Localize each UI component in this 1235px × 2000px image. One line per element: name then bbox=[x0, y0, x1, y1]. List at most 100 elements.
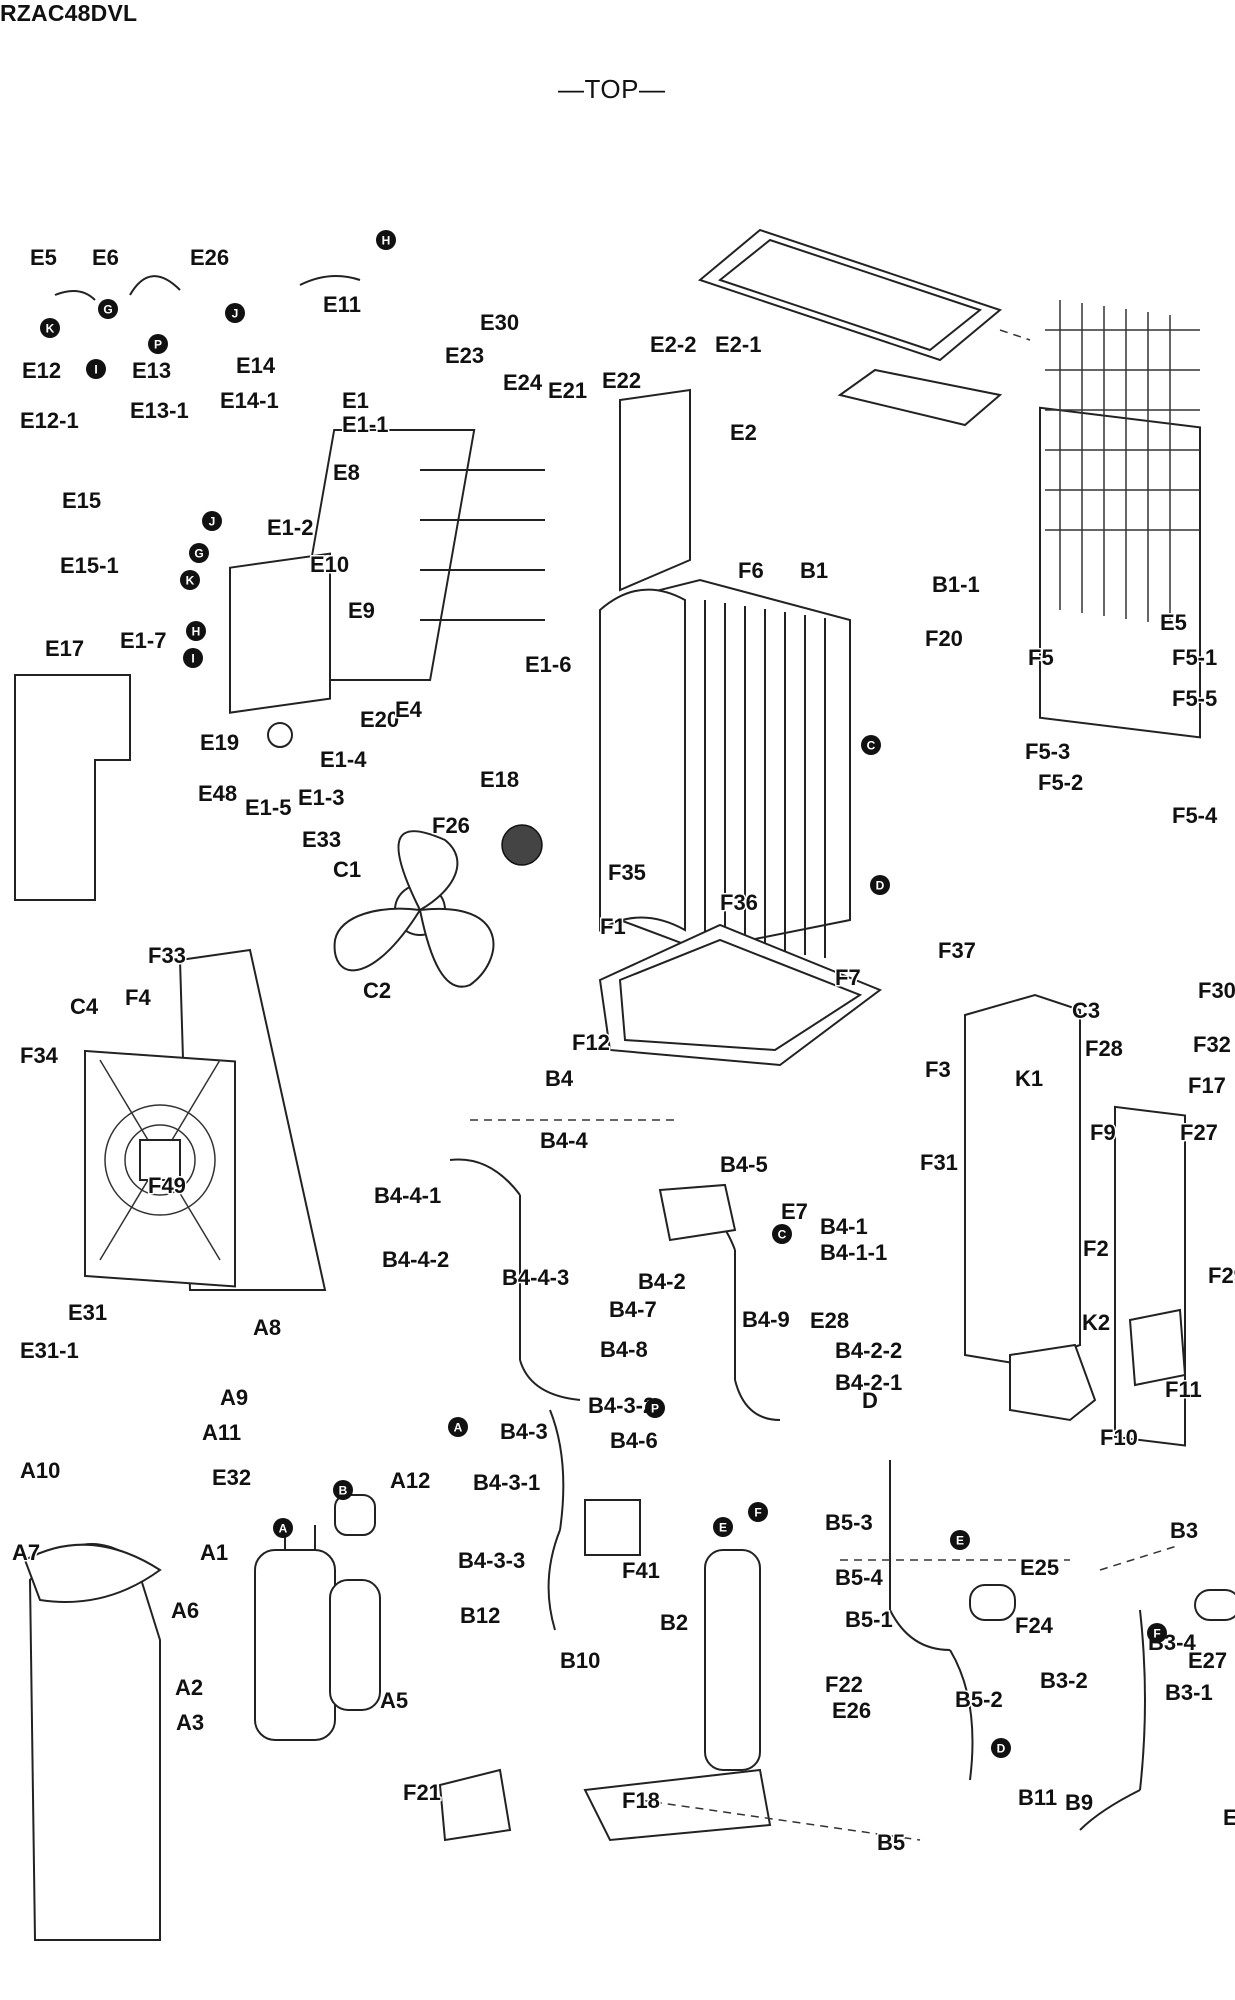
part-label-e13-1: E13-1 bbox=[130, 398, 189, 423]
part-label-e15: E15 bbox=[62, 488, 101, 513]
part-label-f22: F22 bbox=[825, 1672, 863, 1697]
part-label-e1-6: E1-6 bbox=[525, 652, 571, 677]
part-label-f12: F12 bbox=[572, 1030, 610, 1055]
coil-side-panel bbox=[599, 588, 686, 932]
part-label-e31-1: E31-1 bbox=[20, 1338, 79, 1363]
reference-marker-c: C bbox=[861, 735, 881, 755]
reference-marker-g: G bbox=[189, 543, 209, 563]
reference-marker-a: A bbox=[273, 1518, 293, 1538]
reference-marker-e: E bbox=[713, 1517, 733, 1537]
compressor-assembly bbox=[254, 1494, 381, 1741]
part-label-a7: A7 bbox=[12, 1540, 40, 1565]
svg-text:A: A bbox=[279, 1522, 288, 1536]
reference-marker-k: K bbox=[180, 570, 200, 590]
part-label-b4-3-3: B4-3-3 bbox=[458, 1548, 525, 1573]
part-label-a12: A12 bbox=[390, 1468, 430, 1493]
part-label-e1: E1 bbox=[342, 388, 369, 413]
svg-text:G: G bbox=[194, 547, 203, 561]
part-label-c1: C1 bbox=[333, 857, 361, 882]
part-label-a8: A8 bbox=[253, 1315, 281, 1340]
reference-marker-e: E bbox=[950, 1530, 970, 1550]
part-label-c4: C4 bbox=[70, 994, 99, 1019]
rear-bracket bbox=[1128, 1308, 1187, 1387]
part-label-b4-7: B4-7 bbox=[609, 1297, 657, 1322]
part-label-f17: F17 bbox=[1188, 1073, 1226, 1098]
reference-marker-h: H bbox=[186, 621, 206, 641]
part-label-e32: E32 bbox=[212, 1465, 251, 1490]
assembly-guide-lines bbox=[470, 329, 1181, 1841]
part-label-f35: F35 bbox=[608, 860, 646, 885]
small-bracket bbox=[438, 1768, 512, 1842]
part-label-a2: A2 bbox=[175, 1675, 203, 1700]
part-label-e18: E18 bbox=[480, 767, 519, 792]
reference-marker-j: J bbox=[202, 511, 222, 531]
compressor-jacket-top bbox=[23, 1543, 162, 1603]
part-label-e10: E10 bbox=[310, 552, 349, 577]
top-plate-shape bbox=[837, 368, 1003, 427]
part-label-e1-4: E1-4 bbox=[320, 747, 367, 772]
reference-marker-d: D bbox=[991, 1738, 1011, 1758]
part-label-b5-1: B5-1 bbox=[845, 1607, 893, 1632]
part-label-e24: E24 bbox=[503, 370, 543, 395]
part-label-f21: F21 bbox=[403, 1780, 441, 1805]
part-label-e25: E25 bbox=[1020, 1555, 1059, 1580]
fan-guard-lines bbox=[99, 1059, 221, 1261]
part-label-b1: B1 bbox=[800, 558, 828, 583]
reference-marker-f: F bbox=[1147, 1623, 1167, 1643]
part-label-b4-4: B4-4 bbox=[540, 1128, 588, 1153]
part-label-b4-3-2: B4-3-2 bbox=[588, 1393, 655, 1418]
coil-fins bbox=[704, 600, 826, 958]
part-label-e30: E30 bbox=[480, 310, 519, 335]
part-label-e13: E13 bbox=[132, 358, 171, 383]
part-label-a9: A9 bbox=[220, 1385, 248, 1410]
reference-marker-p: P bbox=[645, 1398, 665, 1418]
part-label-e14: E14 bbox=[236, 353, 276, 378]
part-label-b12: B12 bbox=[460, 1603, 500, 1628]
part-label-f31: F31 bbox=[920, 1150, 958, 1175]
part-label-b4-1: B4-1 bbox=[820, 1214, 868, 1239]
part-label-a1: A1 bbox=[200, 1540, 228, 1565]
svg-text:F: F bbox=[754, 1506, 761, 1520]
piping-b4-3 bbox=[547, 1409, 565, 1631]
control-box-side bbox=[619, 388, 691, 592]
part-label-f24: F24 bbox=[1015, 1613, 1054, 1638]
reference-marker-c: C bbox=[772, 1224, 792, 1244]
reference-marker-i: I bbox=[86, 359, 106, 379]
part-label-e6: E6 bbox=[92, 245, 119, 270]
reference-marker-a: A bbox=[448, 1417, 468, 1437]
svg-text:J: J bbox=[209, 515, 216, 529]
part-label-f28: F28 bbox=[1085, 1036, 1123, 1061]
part-label-f20: F20 bbox=[925, 626, 963, 651]
part-label-e6: E6 bbox=[1223, 1805, 1235, 1830]
part-label-b4-4-2: B4-4-2 bbox=[382, 1247, 449, 1272]
frame-bottom bbox=[583, 1768, 772, 1842]
part-label-b1-1: B1-1 bbox=[932, 572, 980, 597]
svg-text:I: I bbox=[191, 652, 194, 666]
part-label-b4-2-2: B4-2-2 bbox=[835, 1338, 902, 1363]
part-label-e1-3: E1-3 bbox=[298, 785, 344, 810]
part-label-f49: F49 bbox=[148, 1173, 186, 1198]
part-label-f33: F33 bbox=[148, 943, 186, 968]
svg-text:P: P bbox=[154, 338, 162, 352]
part-label-b5-2: B5-2 bbox=[955, 1687, 1003, 1712]
part-label-b5-3: B5-3 bbox=[825, 1510, 873, 1535]
part-label-e12: E12 bbox=[22, 358, 61, 383]
svg-text:K: K bbox=[46, 322, 55, 336]
muffler bbox=[584, 1499, 641, 1556]
part-label-f36: F36 bbox=[720, 890, 758, 915]
svg-text:D: D bbox=[997, 1742, 1006, 1756]
part-label-f4: F4 bbox=[125, 985, 151, 1010]
part-label-a3: A3 bbox=[176, 1710, 204, 1735]
part-label-f3: F3 bbox=[925, 1057, 951, 1082]
part-label-e11: E11 bbox=[323, 292, 361, 317]
part-label-b2: B2 bbox=[660, 1610, 688, 1635]
valve-block bbox=[658, 1183, 737, 1242]
reference-marker-d: D bbox=[870, 875, 890, 895]
part-label-e1-5: E1-5 bbox=[245, 795, 291, 820]
reference-marker-p: P bbox=[148, 334, 168, 354]
reference-marker-b: B bbox=[333, 1480, 353, 1500]
fan-assembly bbox=[333, 824, 543, 988]
wire-harness-1 bbox=[54, 290, 96, 301]
